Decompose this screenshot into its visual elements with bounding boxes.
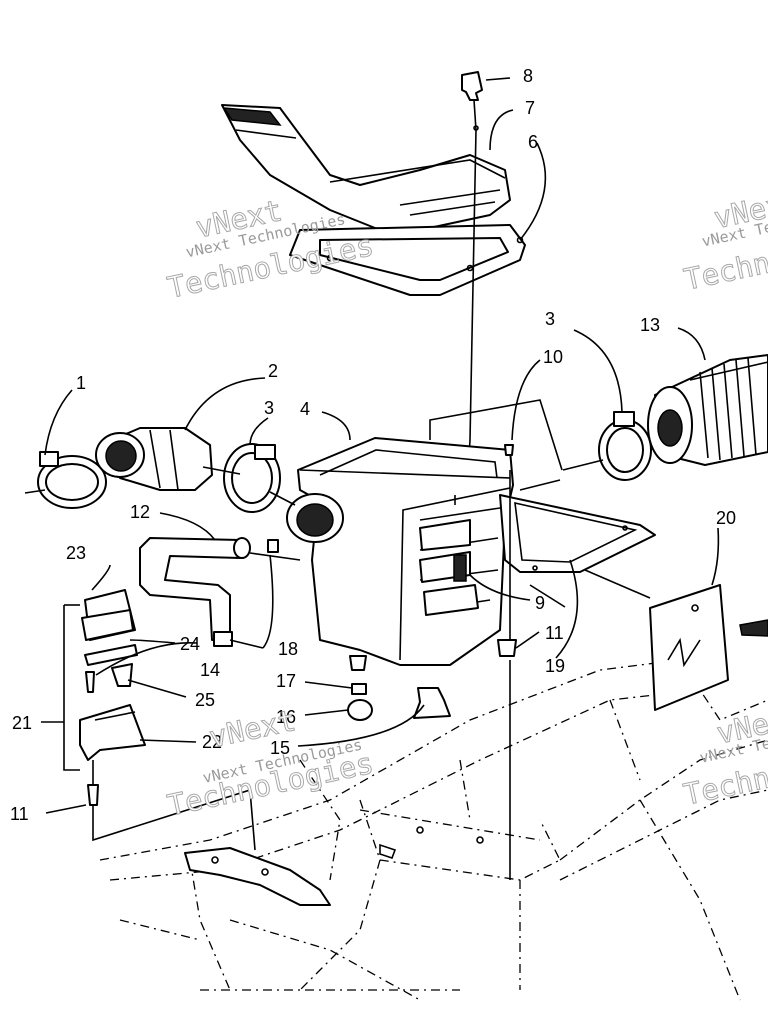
callout-7: 7 bbox=[525, 98, 535, 118]
watermark-bottom-center: vNext vNext Technologies Technologies bbox=[164, 703, 377, 824]
callout-22: 22 bbox=[202, 732, 222, 752]
callout-16: 16 bbox=[276, 707, 296, 727]
callout-23: 23 bbox=[66, 543, 86, 563]
callout-3-right: 3 bbox=[545, 309, 555, 329]
clamp-middle bbox=[223, 443, 281, 513]
callout-13: 13 bbox=[640, 315, 660, 335]
cover-gasket bbox=[289, 224, 526, 296]
callout-21: 21 bbox=[12, 713, 32, 733]
small-fittings bbox=[213, 444, 517, 721]
callout-1: 1 bbox=[76, 373, 86, 393]
callout-9: 9 bbox=[535, 593, 545, 613]
callout-17: 17 bbox=[276, 671, 296, 691]
air-box-cover bbox=[221, 104, 511, 231]
callout-14: 14 bbox=[200, 660, 220, 680]
air-filter bbox=[647, 354, 768, 466]
callout-25: 25 bbox=[195, 690, 215, 710]
intake-boot bbox=[95, 427, 213, 491]
side-gasket bbox=[499, 494, 656, 573]
vehicle-frame bbox=[99, 659, 768, 1001]
svg-text:vNext: vNext bbox=[714, 699, 768, 750]
callout-19: 19 bbox=[545, 656, 565, 676]
clamp-right bbox=[598, 411, 652, 481]
callout-15: 15 bbox=[270, 738, 290, 758]
air-box-housing bbox=[286, 437, 514, 671]
assembly-lines bbox=[92, 399, 651, 880]
callout-6: 6 bbox=[528, 132, 538, 152]
callout-12: 12 bbox=[130, 502, 150, 522]
callout-20: 20 bbox=[716, 508, 736, 528]
mounting-plate bbox=[649, 584, 768, 711]
callout-10: 10 bbox=[543, 347, 563, 367]
callout-11-left: 11 bbox=[10, 804, 29, 824]
callout-24: 24 bbox=[180, 634, 200, 654]
left-assembly bbox=[79, 589, 146, 806]
callout-8: 8 bbox=[523, 66, 533, 86]
watermark-bottom-right: vNext vNext Technologies Technologies bbox=[680, 699, 768, 813]
watermark-top-right: vNext vNext Technologies Technologies bbox=[680, 183, 768, 297]
callout-leaders bbox=[41, 77, 720, 814]
callout-11-right: 11 bbox=[545, 623, 564, 643]
callout-2: 2 bbox=[268, 361, 278, 381]
clamp-left bbox=[24, 451, 119, 509]
callout-4: 4 bbox=[300, 399, 310, 419]
callout-labels: 1 2 3 3 4 6 7 8 9 10 11 11 12 13 14 15 1… bbox=[10, 66, 736, 824]
vent-hose bbox=[139, 537, 251, 641]
callout-3-left: 3 bbox=[264, 398, 274, 418]
callout-18: 18 bbox=[278, 639, 298, 659]
